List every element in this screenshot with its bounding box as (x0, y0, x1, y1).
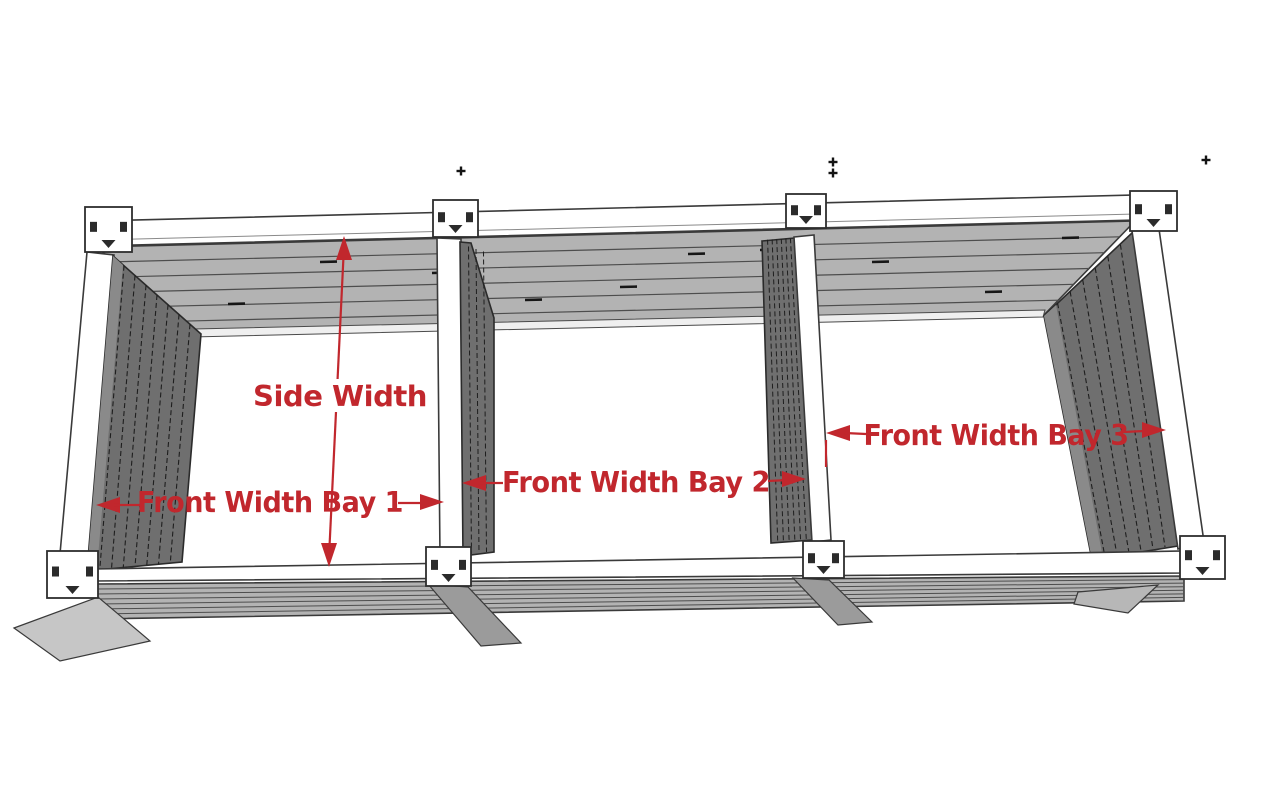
slat-line (1119, 244, 1166, 548)
post-cap (802, 540, 845, 579)
bay2-width-annotation: Front Width Bay 2 (462, 466, 806, 499)
side-width-label-backplate (251, 379, 429, 412)
divider2-slats (767, 238, 807, 542)
left-end-wall (58, 251, 202, 572)
divider1-slats (468, 246, 487, 555)
front-wall-boards (12, 575, 1185, 662)
bay-divider-2 (761, 234, 832, 544)
slat-line (134, 294, 158, 567)
slat-line (771, 239, 784, 542)
divider2-post (793, 234, 832, 543)
slat-line (1069, 291, 1118, 556)
slat-line (1082, 279, 1130, 554)
front-left-corner-wedge (12, 596, 152, 662)
left-wall-highlight (87, 256, 123, 571)
slat-line (1107, 256, 1154, 550)
bay2-arrowhead-left (462, 475, 486, 491)
slat-line (785, 238, 802, 540)
board-line (130, 252, 1105, 278)
post-cap (425, 546, 472, 587)
board-line (113, 236, 1120, 263)
bay3-arrowhead-right (1142, 422, 1166, 438)
board-line (95, 596, 1185, 615)
slat-line (483, 251, 487, 553)
board-line (163, 283, 1074, 307)
side-width-annotation: Side Width (251, 236, 429, 567)
board-line (95, 582, 1185, 595)
slat-line (776, 239, 790, 541)
bay1-arrowhead-left (96, 497, 120, 513)
slat-line (475, 248, 480, 554)
slat-line (122, 285, 147, 568)
bay1-arrowhead-right (420, 494, 444, 510)
bay2-width-label: Front Width Bay 2 (502, 466, 770, 499)
side-width-label: Side Width (253, 380, 427, 413)
bay3-arrow-line-left (844, 431, 867, 436)
post-cap (432, 199, 479, 238)
bay2-arrowhead-right (782, 471, 806, 487)
right-end-wall (1043, 228, 1205, 561)
slat-line (99, 265, 125, 570)
alignment-plus-marks (456, 155, 1211, 178)
board-line (95, 589, 1185, 605)
right-wall-slats (1057, 244, 1166, 558)
front-right-corner-wedge (1073, 584, 1160, 614)
left-wall-slats (99, 265, 191, 570)
right-wall-highlight (1044, 305, 1102, 560)
board-line (95, 579, 1185, 590)
board-line (180, 299, 1059, 322)
bay3-arrow-line-right (1123, 429, 1145, 434)
post-cap (1179, 535, 1226, 580)
bay1-width-annotation: Front Width Bay 1 (96, 486, 444, 519)
slat-line (789, 238, 807, 540)
bay3-width-label: Front Width Bay 3 (864, 419, 1129, 452)
slat-line (110, 275, 136, 569)
bay3-arrowhead-left (826, 425, 850, 441)
slat-line (780, 238, 796, 541)
board-line (146, 267, 1090, 293)
side-width-arrowhead-up (336, 236, 352, 260)
post-cap (785, 193, 827, 229)
board-line (95, 586, 1185, 600)
bay3-width-annotation: Front Width Bay 3 (824, 419, 1166, 467)
back-rail-groove (95, 213, 1137, 241)
slat-line (767, 239, 779, 542)
board-line (95, 593, 1185, 610)
side-width-arrowhead-down (321, 543, 337, 567)
slat-line (146, 304, 169, 566)
bay1-width-label: Front Width Bay 1 (137, 486, 403, 519)
slat-line (1057, 303, 1106, 558)
post-cap (1129, 190, 1178, 232)
post-cap (84, 206, 133, 253)
back-wall-boards (94, 220, 1137, 338)
slat-line (468, 246, 472, 555)
back-board-lines (113, 236, 1120, 322)
post-cap (46, 550, 99, 599)
post-caps (46, 190, 1226, 599)
slat-line (157, 314, 180, 565)
front-board-lines (95, 579, 1185, 615)
front-wedge-divider2 (791, 577, 874, 626)
